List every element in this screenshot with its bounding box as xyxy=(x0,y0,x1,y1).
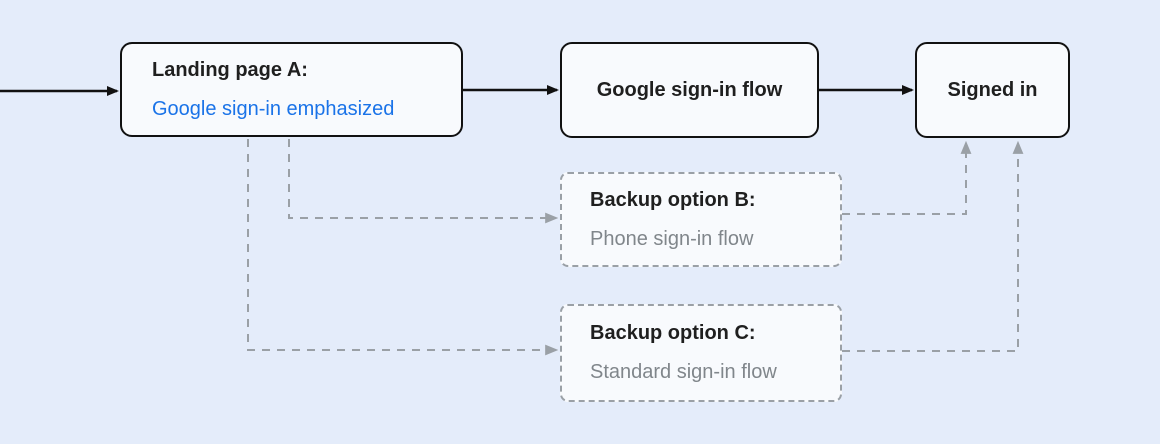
node-signed-in: Signed in xyxy=(915,42,1070,138)
landing-page-a-title: Landing page A: xyxy=(152,58,308,81)
backup-option-c-subtitle: Standard sign-in flow xyxy=(590,361,777,383)
dashed-arrow-landing-to-backup-b xyxy=(288,139,559,224)
backup-option-b-subtitle: Phone sign-in flow xyxy=(590,227,754,250)
landing-page-a-subtitle: Google sign-in emphasized xyxy=(152,97,395,120)
node-google-sign-in-flow: Google sign-in flow xyxy=(560,42,819,138)
node-backup-option-c: Backup option C: Standard sign-in flow xyxy=(560,304,842,402)
signed-in-label: Signed in xyxy=(947,78,1038,101)
dashed-arrow-landing-to-backup-c xyxy=(247,139,559,356)
google-sign-in-flow-label: Google sign-in flow xyxy=(596,78,783,101)
backup-option-b-title: Backup option B: xyxy=(590,188,756,211)
node-backup-option-b: Backup option B: Phone sign-in flow xyxy=(560,172,842,267)
node-landing-page-a: Landing page A: Google sign-in emphasize… xyxy=(120,42,463,137)
dashed-arrow-backup-b-to-signed-in xyxy=(842,140,972,215)
dashed-arrow-backup-c-to-signed-in xyxy=(842,140,1024,352)
backup-option-c-title: Backup option C: xyxy=(590,322,756,344)
